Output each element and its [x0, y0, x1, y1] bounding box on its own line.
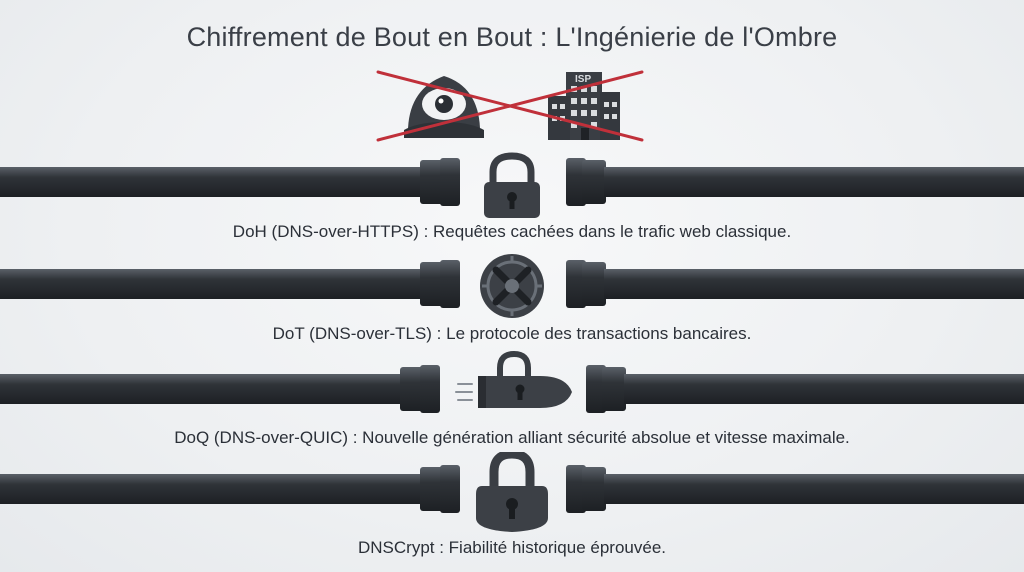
row-doh: DoH (DNS-over-HTTPS) : Requêtes cachées … [0, 150, 1024, 246]
hooded-eye-icon [404, 76, 484, 138]
isp-building-icon: ISP [548, 72, 620, 140]
pipe-doh [0, 152, 1024, 218]
padlock-icon [484, 152, 540, 218]
red-cross-icon [376, 70, 644, 142]
row-doq: DoQ (DNS-over-QUIC) : Nouvelle génératio… [0, 350, 1024, 447]
caption-dnscrypt: DNSCrypt : Fiabilité historique éprouvée… [357, 538, 667, 557]
vault-dial-icon [480, 254, 544, 318]
row-dot: DoT (DNS-over-TLS) : Le protocole des tr… [0, 252, 1024, 348]
page-title: Chiffrement de Bout en Bout : L'Ingénier… [186, 22, 838, 52]
row-dnscrypt: DNSCrypt : Fiabilité historique éprouvée… [0, 452, 1024, 562]
speed-bullet-lock-icon [455, 350, 572, 408]
caption-dot: DoT (DNS-over-TLS) : Le protocole des tr… [272, 324, 752, 343]
pipe-doq [0, 350, 1024, 413]
heavy-padlock-icon [476, 452, 548, 532]
isp-badge: ISP [575, 74, 591, 85]
pipe-dnscrypt [0, 452, 1024, 532]
caption-doq: DoQ (DNS-over-QUIC) : Nouvelle génératio… [174, 428, 850, 447]
pipe-dot [0, 254, 1024, 318]
caption-doh: DoH (DNS-over-HTTPS) : Requêtes cachées … [232, 222, 792, 241]
